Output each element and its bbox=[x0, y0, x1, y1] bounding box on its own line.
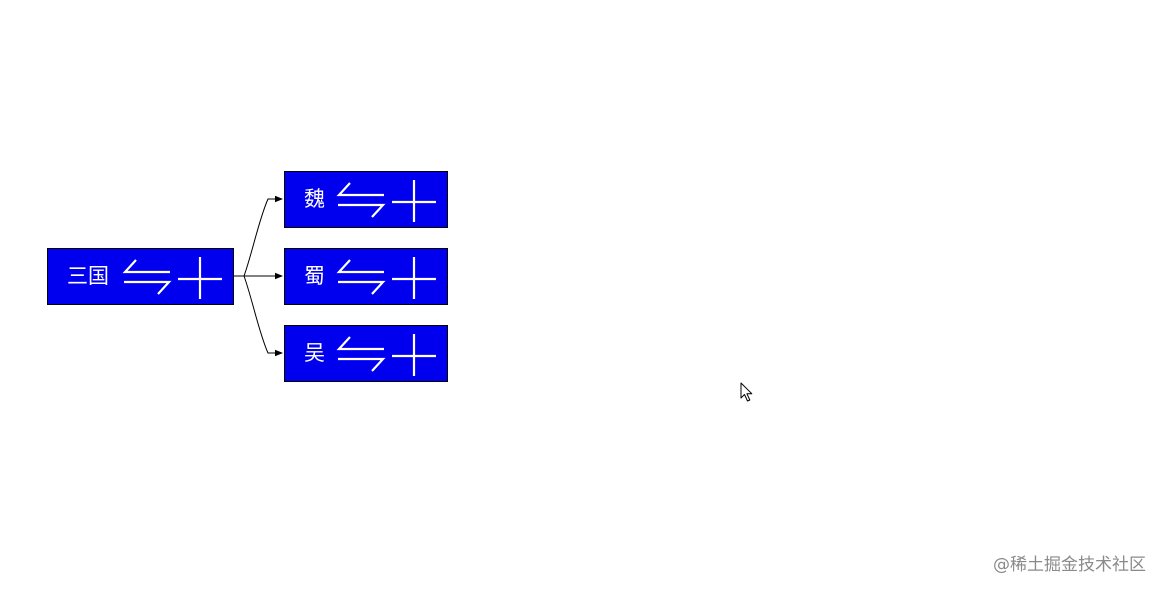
connector-to-wu bbox=[234, 275, 283, 357]
root-node[interactable]: 三国 bbox=[47, 248, 234, 305]
swap-arrows-icon[interactable] bbox=[336, 256, 386, 300]
mouse-pointer-icon bbox=[740, 382, 753, 402]
child-node-wu[interactable]: 吴 bbox=[284, 325, 448, 382]
swap-arrows-icon[interactable] bbox=[336, 333, 386, 377]
plus-icon[interactable] bbox=[390, 178, 438, 224]
child-node-label: 吴 bbox=[304, 341, 325, 365]
child-node-label: 蜀 bbox=[304, 264, 325, 288]
swap-arrows-icon[interactable] bbox=[122, 256, 172, 300]
child-node-shu[interactable]: 蜀 bbox=[284, 248, 448, 305]
plus-icon[interactable] bbox=[390, 255, 438, 301]
plus-icon[interactable] bbox=[176, 255, 224, 301]
connector-to-wei bbox=[234, 195, 283, 277]
child-node-label: 魏 bbox=[304, 187, 325, 211]
root-node-label: 三国 bbox=[67, 264, 109, 288]
child-node-wei[interactable]: 魏 bbox=[284, 171, 448, 228]
plus-icon[interactable] bbox=[390, 332, 438, 378]
swap-arrows-icon[interactable] bbox=[336, 179, 386, 223]
watermark: @稀土掘金技术社区 bbox=[993, 555, 1146, 575]
